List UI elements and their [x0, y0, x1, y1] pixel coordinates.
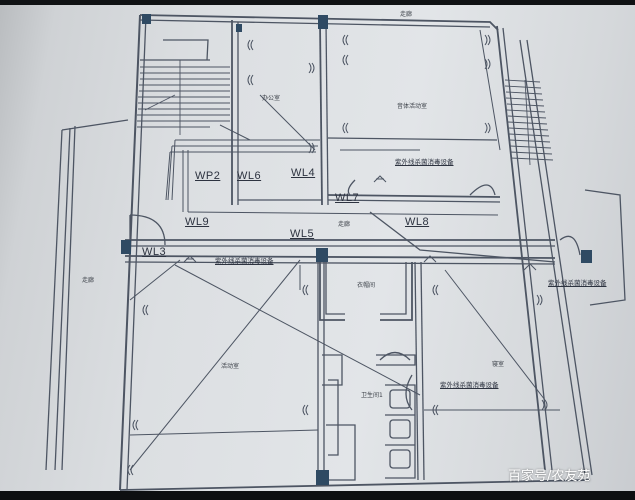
room-label-top-corridor: 走廊	[400, 11, 413, 18]
room-label-corridor: 走廊	[338, 221, 351, 228]
circuit-label-wl8: WL8	[405, 216, 430, 228]
note-uv-sterilizer-corridor: 紫外线杀菌消毒设备	[215, 257, 274, 265]
room-label-activity-room: 活动室	[221, 363, 240, 370]
room-label-bedroom: 寝室	[492, 361, 505, 368]
circuit-label-wl9: WL9	[185, 216, 210, 228]
circuit-label-wl5: WL5	[290, 228, 315, 240]
circuit-label-wl6: WL6	[237, 170, 262, 182]
circuit-label-wl7: WL7	[335, 192, 360, 204]
room-label-washroom: 卫生间1	[361, 392, 383, 399]
note-uv-sterilizer-activity-hall: 紫外线杀菌消毒设备	[395, 158, 454, 166]
circuit-label-wl3: WL3	[142, 246, 167, 258]
circuit-label-wp2: WP2	[195, 170, 221, 182]
photo-dark-edge-top	[0, 0, 635, 5]
room-label-outer-corridor: 走廊	[82, 277, 95, 284]
room-label-office: 办公室	[262, 95, 281, 102]
room-label-storage: 衣帽间	[357, 282, 376, 289]
note-uv-sterilizer-right: 紫外线杀菌消毒设备	[548, 279, 607, 287]
room-label-activity-hall: 音体活动室	[397, 103, 428, 110]
note-uv-sterilizer-bedroom: 紫外线杀菌消毒设备	[440, 381, 499, 389]
watermark: 百家号/农友苑	[508, 469, 591, 484]
circuit-label-wl4: WL4	[291, 167, 316, 179]
photo-dark-edge-bottom	[0, 491, 635, 500]
